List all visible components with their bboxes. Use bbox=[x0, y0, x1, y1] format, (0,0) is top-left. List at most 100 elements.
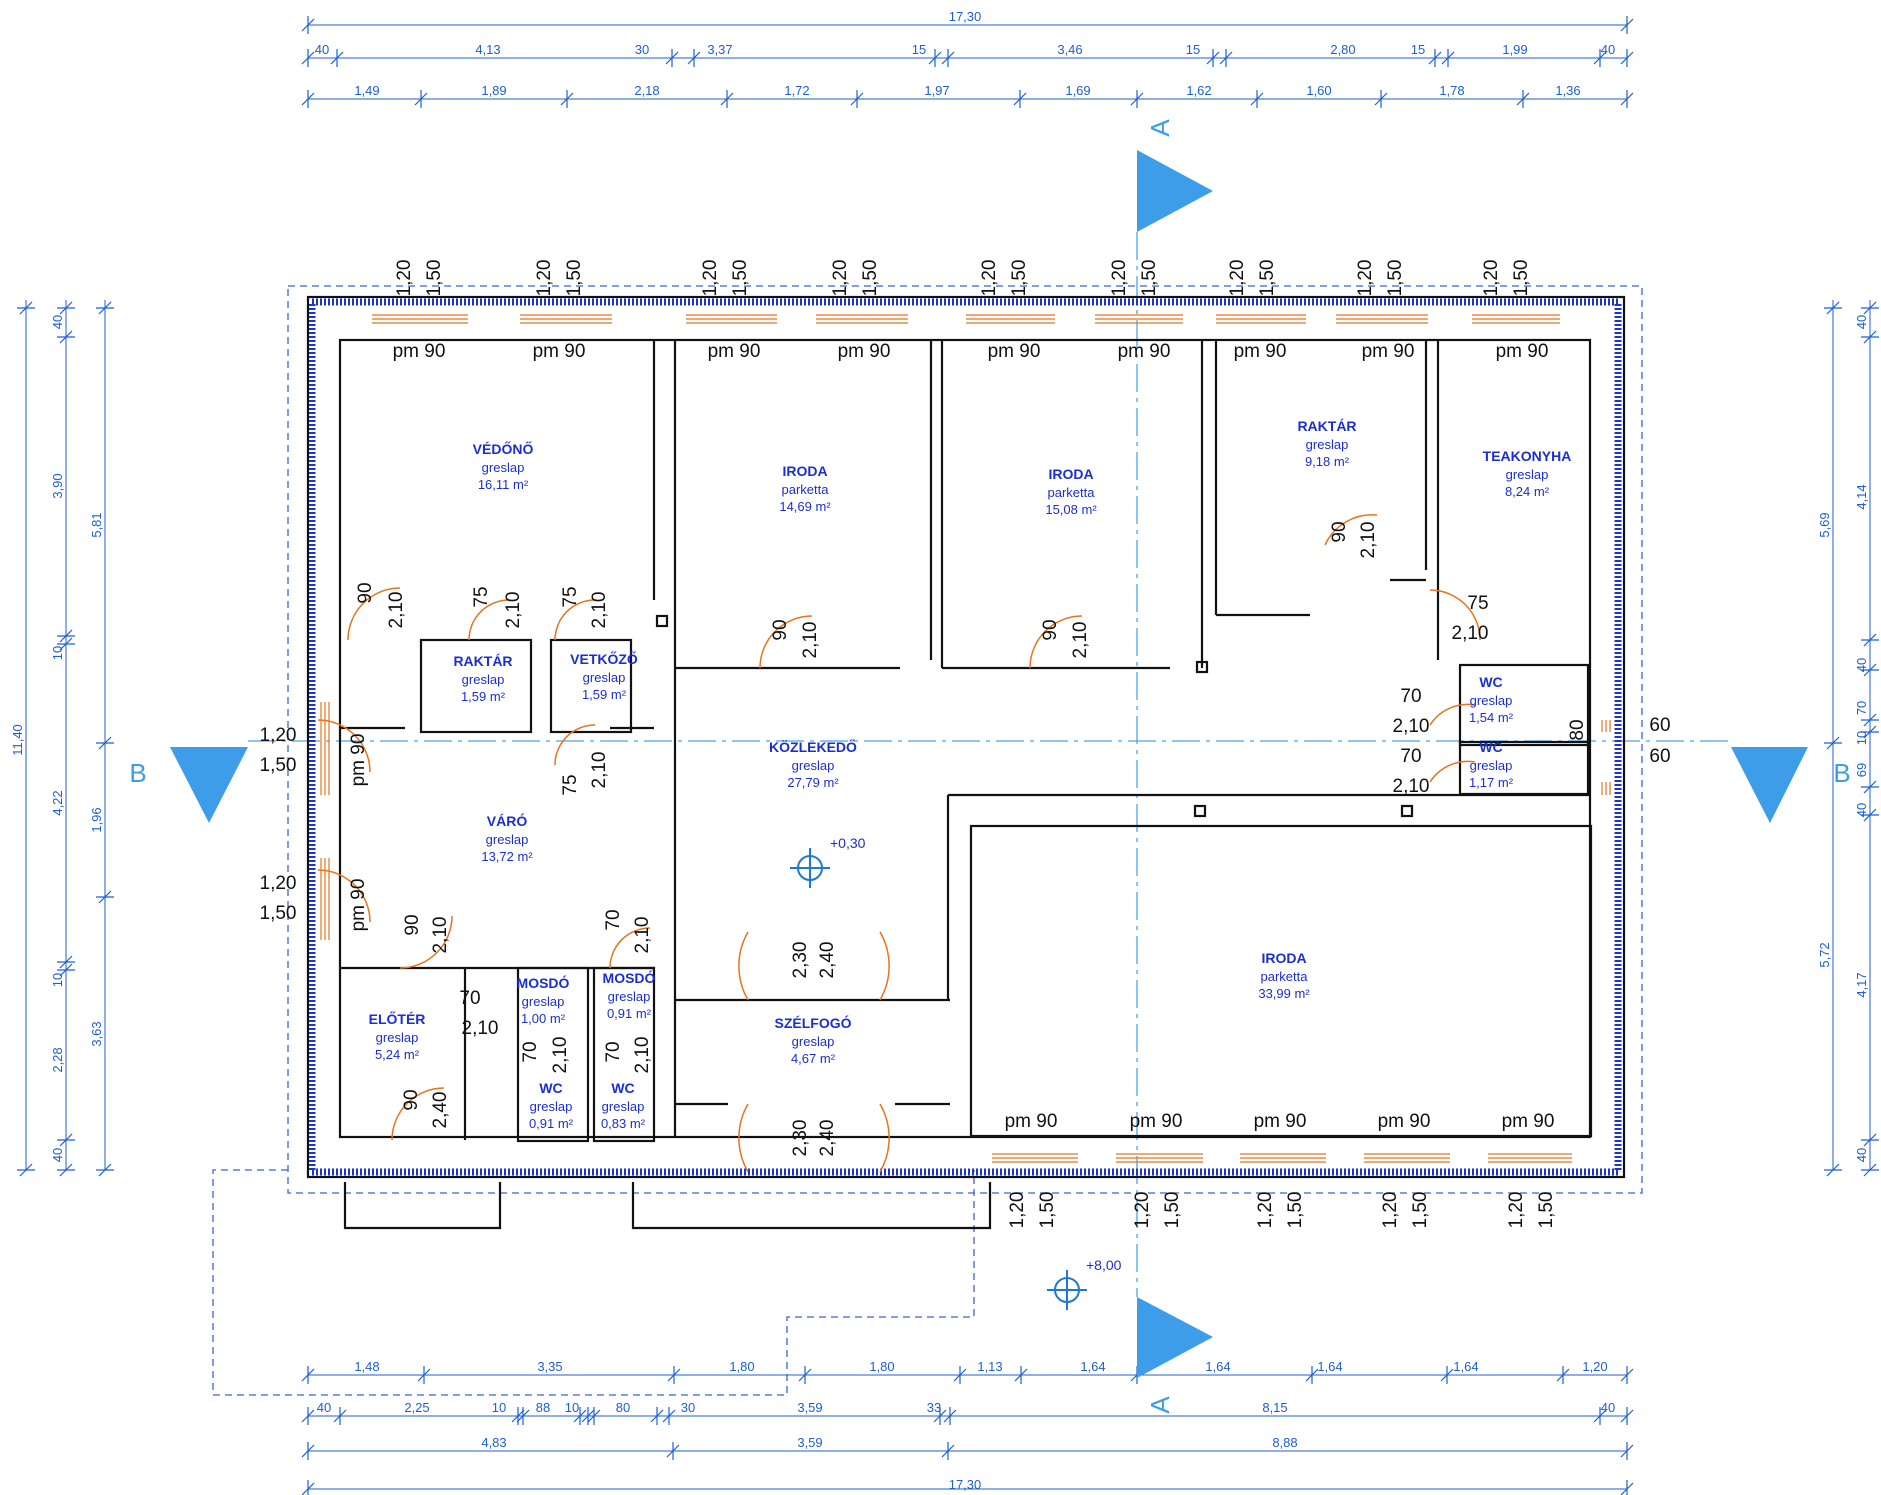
bot-dim-2-6: 30 bbox=[681, 1400, 695, 1415]
level-marker-outside: +8,00 bbox=[1047, 1257, 1122, 1310]
section-b-left-label: B bbox=[129, 758, 146, 788]
top-window-w-6: 1,20 bbox=[1227, 260, 1248, 297]
bottom-window-h-3: 1,50 bbox=[1410, 1192, 1431, 1229]
top-dim-1-2: 30 bbox=[635, 42, 649, 57]
right-inner-dim-4: 10 bbox=[1854, 731, 1869, 745]
bot-dim-2-0: 40 bbox=[317, 1400, 331, 1415]
doors bbox=[317, 514, 1481, 1173]
right-inner-dim-2: 40 bbox=[1854, 658, 1869, 672]
walls bbox=[306, 295, 1626, 1230]
room-area-3: 9,18 m² bbox=[1305, 454, 1350, 469]
door-label-8: 90 bbox=[770, 619, 791, 640]
bottom-window-h-4: 1,50 bbox=[1536, 1192, 1557, 1229]
top-dim-1-0: 40 bbox=[315, 42, 329, 57]
top-window-h-2: 1,50 bbox=[730, 260, 751, 297]
top-window-w-1: 1,20 bbox=[534, 260, 555, 297]
room-area-1: 14,69 m² bbox=[779, 499, 831, 514]
door-label-16: 70 bbox=[603, 909, 624, 930]
section-b-right-label: B bbox=[1833, 758, 1850, 788]
top-window-h-6: 1,50 bbox=[1257, 260, 1278, 297]
room-name-13: MOSDÓ bbox=[517, 974, 570, 991]
room-floor-13: greslap bbox=[522, 994, 565, 1009]
bottom-window-sill-4: pm 90 bbox=[1502, 1111, 1555, 1132]
door-label-20: 70 bbox=[603, 1041, 624, 1062]
top-window-w-3: 1,20 bbox=[830, 260, 851, 297]
bot-dim-2-2: 10 bbox=[492, 1400, 506, 1415]
bot-dim-2-10: 40 bbox=[1601, 1400, 1615, 1415]
top-window-sill-3: pm 90 bbox=[838, 341, 891, 362]
door-hlabel-4: 70 bbox=[1400, 746, 1421, 767]
left-mid-dim-1: 1,96 bbox=[89, 807, 104, 832]
top-dim-2-6: 1,62 bbox=[1186, 83, 1211, 98]
bot-dim-2-9: 8,15 bbox=[1262, 1400, 1287, 1415]
top-window-w-7: 1,20 bbox=[1355, 260, 1376, 297]
top-dim-1-7: 2,80 bbox=[1330, 42, 1355, 57]
room-area-15: 4,67 m² bbox=[791, 1051, 836, 1066]
right-inner-dim-6: 40 bbox=[1854, 803, 1869, 817]
top-window-h-4: 1,50 bbox=[1009, 260, 1030, 297]
door-label-9: 2,10 bbox=[800, 622, 821, 659]
room-area-2: 15,08 m² bbox=[1045, 502, 1097, 517]
room-name-17: WC bbox=[611, 1080, 634, 1096]
top-dim-2-0: 1,49 bbox=[354, 83, 379, 98]
top-dim-1-5: 3,46 bbox=[1057, 42, 1082, 57]
room-floor-17: greslap bbox=[602, 1099, 645, 1114]
left-inner-dim-3: 4,22 bbox=[50, 790, 65, 815]
top-window-h-5: 1,50 bbox=[1139, 260, 1160, 297]
windows bbox=[320, 314, 1611, 1163]
room-area-9: 1,17 m² bbox=[1469, 775, 1514, 790]
room-area-16: 0,91 m² bbox=[529, 1116, 574, 1131]
top-window-w-2: 1,20 bbox=[700, 260, 721, 297]
room-area-13: 1,00 m² bbox=[521, 1011, 566, 1026]
door-label-18: 70 bbox=[520, 1041, 541, 1062]
room-floor-16: greslap bbox=[530, 1099, 573, 1114]
left-window-w-1: 1,20 bbox=[260, 873, 297, 894]
room-name-8: WC bbox=[1479, 674, 1502, 690]
bot-dim-2-8: 33 bbox=[927, 1400, 941, 1415]
left-total-dimension: 11,40 bbox=[10, 724, 25, 756]
room-floor-9: greslap bbox=[1470, 758, 1513, 773]
top-window-sill-6: pm 90 bbox=[1234, 341, 1287, 362]
bot-dim-1-5: 1,64 bbox=[1080, 1359, 1105, 1374]
door-label-7: 2,10 bbox=[589, 752, 610, 789]
top-dim-1-3: 3,37 bbox=[707, 42, 732, 57]
top-dim-2-8: 1,78 bbox=[1439, 83, 1464, 98]
bot-dim-1-2: 1,80 bbox=[729, 1359, 754, 1374]
door-label-3: 2,10 bbox=[503, 592, 524, 629]
left-window-sill-1: pm 90 bbox=[348, 879, 369, 932]
room-name-6: VETKŐZŐ bbox=[570, 650, 638, 667]
bot-dim-2-5: 80 bbox=[616, 1400, 630, 1415]
bot-dim-2-7: 3,59 bbox=[797, 1400, 822, 1415]
top-window-sill-1: pm 90 bbox=[533, 341, 586, 362]
top-dim-2-7: 1,60 bbox=[1306, 83, 1331, 98]
room-floor-5: greslap bbox=[462, 672, 505, 687]
left-window-h-0: 1,50 bbox=[260, 755, 297, 776]
bot-dim-1-9: 1,20 bbox=[1582, 1359, 1607, 1374]
room-name-12: ELŐTÉR bbox=[369, 1010, 426, 1027]
left-inner-dim-4: 10 bbox=[50, 973, 65, 987]
door-label-21: 2,10 bbox=[632, 1037, 653, 1074]
top-window-w-0: 1,20 bbox=[394, 260, 415, 297]
left-inner-dim-1: 3,90 bbox=[50, 473, 65, 498]
section-b-left: B bbox=[129, 747, 248, 823]
right-total-dim-1: 5,72 bbox=[1817, 942, 1832, 967]
bottom-total-dimension: 17,30 bbox=[949, 1477, 982, 1492]
room-area-11: 33,99 m² bbox=[1258, 986, 1310, 1001]
bottom-window-w-3: 1,20 bbox=[1380, 1192, 1401, 1229]
room-area-6: 1,59 m² bbox=[582, 687, 627, 702]
top-window-h-1: 1,50 bbox=[564, 260, 585, 297]
left-window-h-1: 1,50 bbox=[260, 903, 297, 924]
top-dim-1-6: 15 bbox=[1186, 42, 1200, 57]
door-hlabel-6: 70 bbox=[459, 988, 480, 1009]
door-label-10: 90 bbox=[1040, 619, 1061, 640]
chimneys bbox=[655, 614, 1414, 818]
bottom-window-w-0: 1,20 bbox=[1007, 1192, 1028, 1229]
right-inner-dim-0: 40 bbox=[1854, 315, 1869, 329]
top-window-sill-8: pm 90 bbox=[1496, 341, 1549, 362]
door-label-13: 2,10 bbox=[1358, 522, 1379, 559]
bottom-window-w-1: 1,20 bbox=[1132, 1192, 1153, 1229]
